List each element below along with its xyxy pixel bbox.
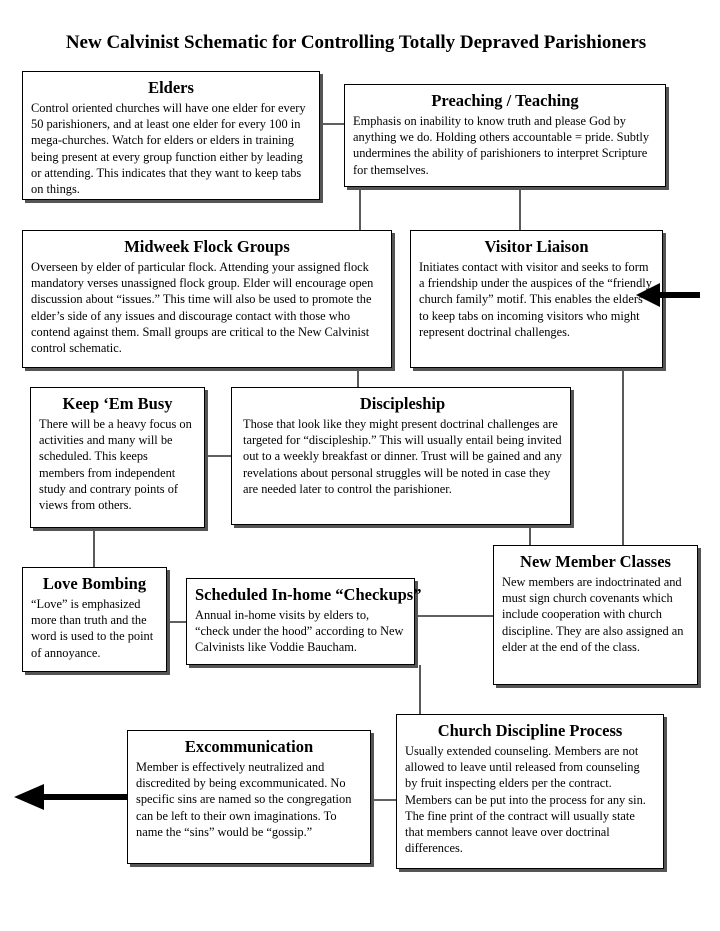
- church-discipline-process-text: Usually extended counseling. Members are…: [405, 744, 646, 856]
- love-bombing-title: Love Bombing: [42, 574, 147, 593]
- keep-em-busy-title: Keep ‘Em Busy: [62, 394, 173, 413]
- page-title: New Calvinist Schematic for Controlling …: [65, 32, 647, 53]
- scheduled-checkups-text: Annual in-home visits by elders to, “che…: [195, 608, 404, 655]
- new-member-classes-box: New Member Classes New members are indoc…: [493, 545, 698, 685]
- new-member-classes-title: New Member Classes: [520, 552, 671, 571]
- midweek-flock-groups-title: Midweek Flock Groups: [124, 237, 290, 256]
- discipleship-box: Discipleship Those that look like they m…: [231, 387, 571, 525]
- excommunication-title: Excommunication: [184, 737, 314, 756]
- arrow-left-icon: [14, 784, 128, 810]
- midweek-flock-groups-box: Midweek Flock Groups Overseen by elder o…: [22, 230, 392, 368]
- preaching-teaching-box: Preaching / Teaching Emphasis on inabili…: [344, 84, 666, 187]
- discipleship-text: Those that look like they might present …: [243, 417, 562, 496]
- excommunication-box: Excommunication Member is effectively ne…: [127, 730, 371, 864]
- church-discipline-process-box: Church Discipline Process Usually extend…: [396, 714, 664, 869]
- visitor-liaison-title: Visitor Liaison: [484, 237, 589, 256]
- keep-em-busy-box: Keep ‘Em Busy There will be a heavy focu…: [30, 387, 205, 528]
- scheduled-checkups-title: Scheduled In-home “Checkups”: [195, 585, 422, 604]
- discipleship-title: Discipleship: [359, 394, 446, 413]
- midweek-flock-groups-text: Overseen by elder of particular flock. A…: [31, 260, 374, 356]
- new-member-classes-text: New members are indoctrinated and must s…: [502, 575, 684, 654]
- elders-text: Control oriented churches will have one …: [31, 101, 306, 197]
- excommunication-text: Member is effectively neutralized and di…: [136, 760, 352, 839]
- visitor-liaison-box: Visitor Liaison Initiates contact with v…: [410, 230, 663, 368]
- elders-title: Elders: [148, 78, 194, 97]
- arrow-left-icon: [636, 283, 700, 307]
- love-bombing-text: “Love” is emphasized more than truth and…: [31, 597, 154, 660]
- church-discipline-process-title: Church Discipline Process: [437, 721, 623, 740]
- love-bombing-box: Love Bombing “Love” is emphasized more t…: [22, 567, 167, 672]
- keep-em-busy-text: There will be a heavy focus on activitie…: [39, 417, 192, 513]
- scheduled-checkups-box: Scheduled In-home “Checkups” Annual in-h…: [186, 578, 422, 665]
- elders-box: Elders Control oriented churches will ha…: [22, 71, 320, 200]
- visitor-liaison-text: Initiates contact with visitor and seeks…: [419, 260, 652, 339]
- preaching-teaching-title: Preaching / Teaching: [431, 91, 579, 110]
- preaching-teaching-text: Emphasis on inability to know truth and …: [353, 114, 650, 177]
